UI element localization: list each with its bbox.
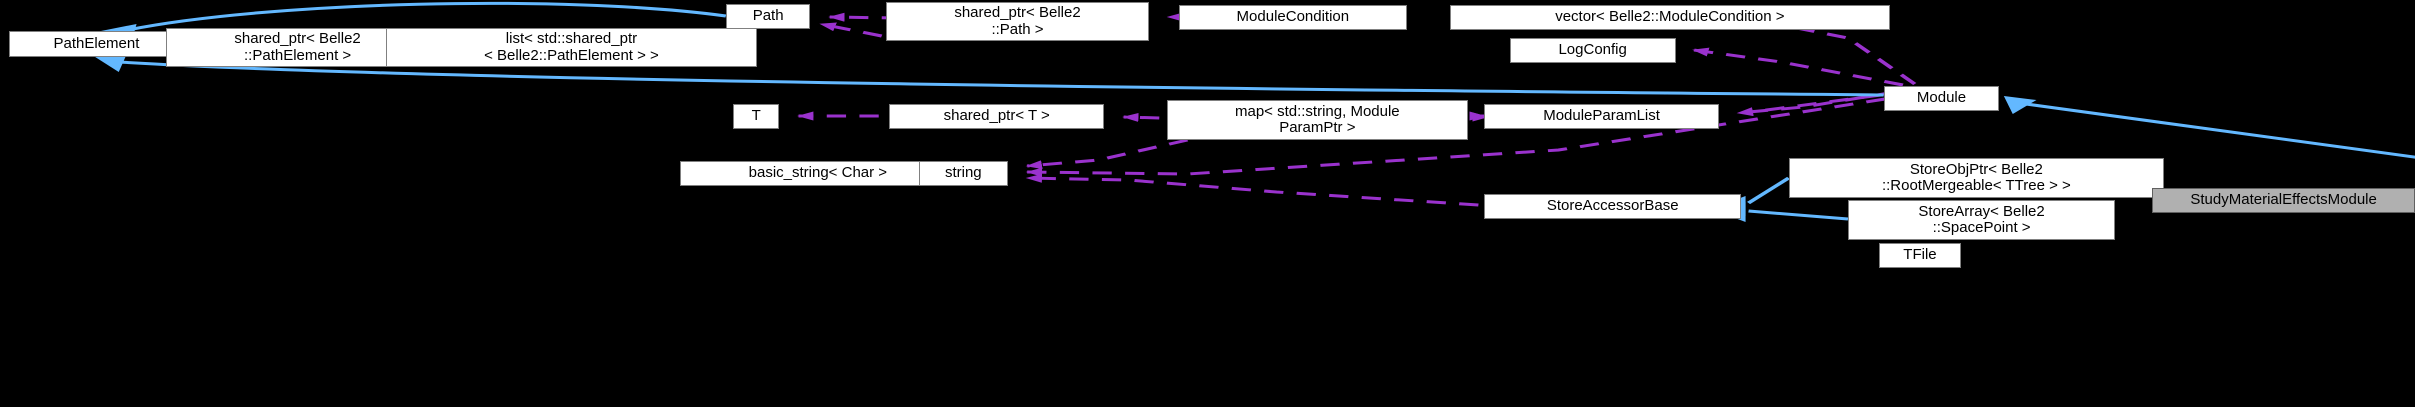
node-label: ModuleCondition	[1236, 8, 1350, 26]
edge-path-pathelement	[127, 1, 727, 32]
node-list-shared-ptr-pathelement[interactable]: list< std::shared_ptr < Belle2::PathElem…	[385, 28, 757, 67]
edge-storeobjptr-storeaccessorbase	[1747, 176, 1791, 205]
node-vector-modulecondition[interactable]: vector< Belle2::ModuleCondition >	[1450, 5, 1890, 30]
edge-module-moduleparamlist	[1736, 90, 1897, 117]
node-studymaterialeffectsmodule[interactable]: StudyMaterialEffectsModule	[2152, 188, 2415, 213]
node-label: string	[944, 164, 982, 182]
node-label: vector< Belle2::ModuleCondition >	[1555, 8, 1785, 26]
node-basic-string-char[interactable]: basic_string< Char >	[679, 161, 956, 186]
node-t[interactable]: T	[733, 104, 780, 129]
edge-module-pathelement	[118, 60, 1884, 97]
edge-module-string	[1025, 97, 1886, 177]
node-label: StoreObjPtr< Belle2 ::RootMergeable< TTr…	[1881, 160, 2071, 194]
arrow-pathelement-from-module	[92, 52, 128, 72]
node-tfile[interactable]: TFile	[1879, 243, 1961, 268]
node-pathelement[interactable]: PathElement	[8, 31, 185, 57]
arrow-module-from-focus	[2003, 96, 2037, 114]
edge-module-moduleparamlist-strand	[1751, 93, 1882, 114]
node-label: StudyMaterialEffectsModule	[2190, 191, 2377, 209]
edge-module-vector	[1764, 20, 1917, 86]
node-label: list< std::shared_ptr < Belle2::PathElem…	[484, 30, 659, 64]
node-shared-ptr-path[interactable]: shared_ptr< Belle2 ::Path >	[886, 2, 1149, 41]
node-label: PathElement	[53, 34, 140, 52]
node-label: StoreArray< Belle2 ::SpacePoint >	[1918, 202, 2045, 236]
node-label: TFile	[1903, 246, 1937, 264]
node-shared-ptr-t[interactable]: shared_ptr< T >	[889, 104, 1105, 129]
node-path[interactable]: Path	[725, 4, 811, 29]
node-label: Module	[1916, 89, 1967, 107]
node-label: LogConfig	[1558, 41, 1627, 59]
node-label: T	[751, 107, 761, 125]
edge-storearray-storeaccessorbase	[1748, 209, 1849, 221]
edge-storeaccessorbase-string	[1025, 173, 1479, 207]
node-label: shared_ptr< Belle2 ::PathElement >	[234, 30, 361, 64]
node-label: shared_ptr< T >	[943, 107, 1050, 125]
node-moduleparamlist[interactable]: ModuleParamList	[1484, 104, 1719, 129]
node-label: shared_ptr< Belle2 ::Path >	[954, 4, 1081, 38]
node-label: Path	[752, 7, 784, 25]
node-map-string-moduleparamptr[interactable]: map< std::string, Module ParamPtr >	[1166, 100, 1468, 140]
node-label: basic_string< Char >	[748, 164, 888, 182]
node-logconfig[interactable]: LogConfig	[1509, 38, 1676, 63]
edge-focus-module	[2018, 101, 2415, 159]
node-label: StoreAccessorBase	[1546, 197, 1679, 215]
node-label: ModuleParamList	[1543, 107, 1660, 125]
node-modulecondition[interactable]: ModuleCondition	[1178, 5, 1408, 30]
node-storeaccessorbase[interactable]: StoreAccessorBase	[1484, 194, 1742, 219]
node-label: map< std::string, Module ParamPtr >	[1234, 102, 1400, 136]
edge-map-sharedptrT	[1122, 112, 1160, 122]
usage-edge-extras	[1751, 93, 1882, 114]
edge-path-list	[819, 22, 883, 38]
node-module[interactable]: Module	[1883, 86, 2000, 111]
node-storearray-spacepoint[interactable]: StoreArray< Belle2 ::SpacePoint >	[1847, 200, 2116, 240]
edge-module-logconfig	[1692, 47, 1904, 87]
node-string[interactable]: string	[918, 161, 1008, 186]
node-storeobjptr-rootmergeable[interactable]: StoreObjPtr< Belle2 ::RootMergeable< TTr…	[1788, 158, 2165, 198]
edge-map-string	[1025, 138, 1189, 170]
